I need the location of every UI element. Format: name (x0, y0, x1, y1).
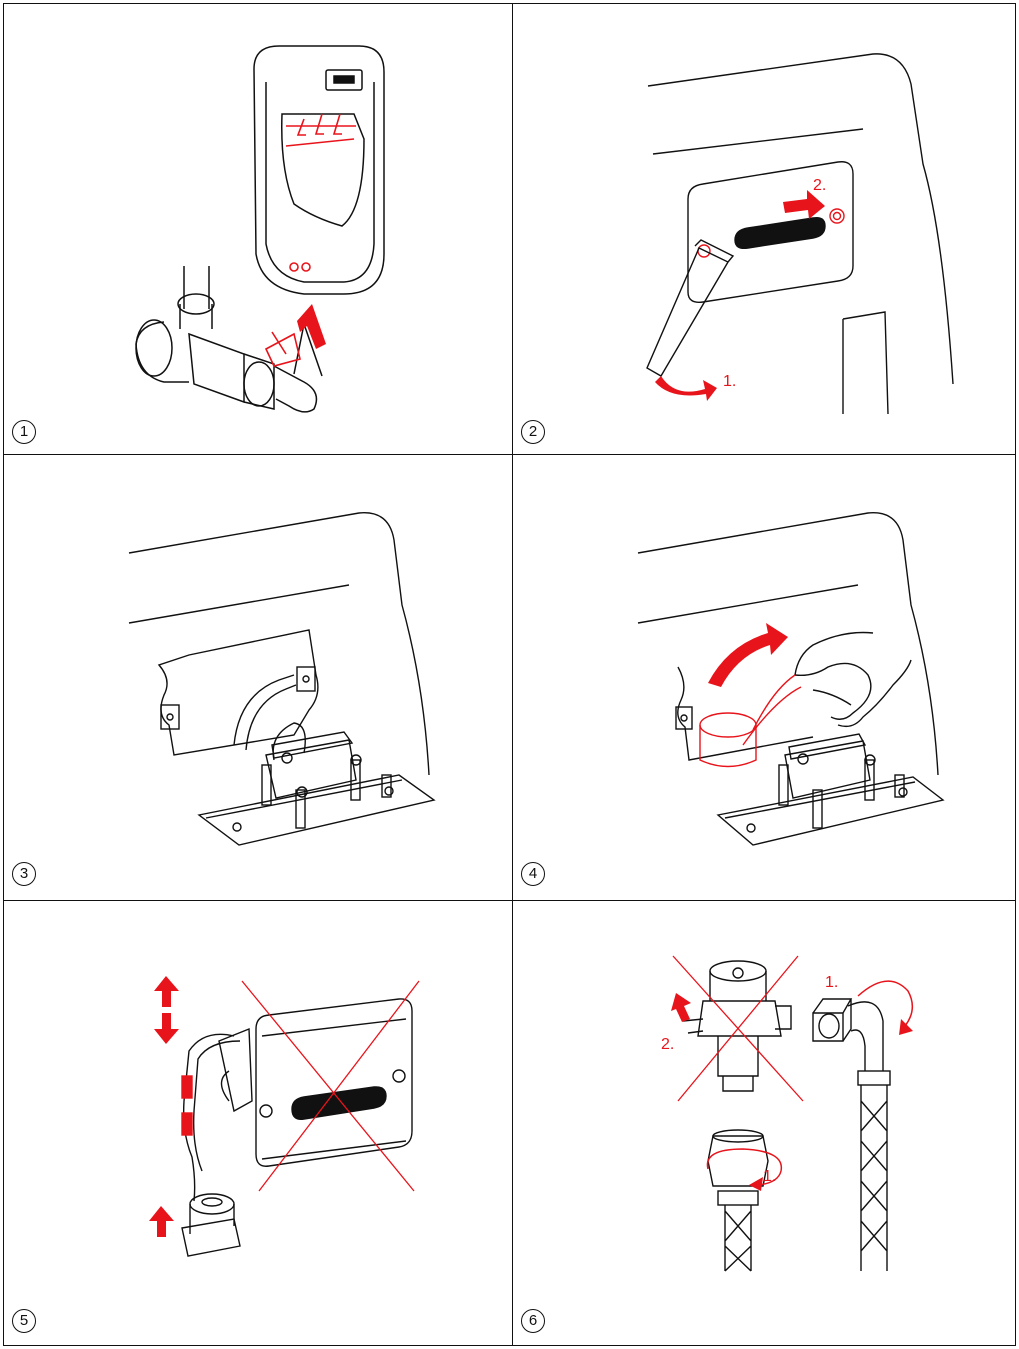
step-4-illustration (513, 455, 1018, 900)
step-number: 5 (12, 1309, 36, 1333)
step-number: 6 (521, 1309, 545, 1333)
step-4-panel: 4 (513, 455, 1018, 900)
step-label-1: 1. (763, 1168, 776, 1185)
step-5-illustration (4, 901, 509, 1346)
rotate-arrow-icon (858, 981, 912, 1026)
step-3-illustration (4, 455, 509, 900)
lift-arrow-icon (671, 993, 691, 1022)
step-number: 2 (521, 420, 545, 444)
down-arrow-icon (154, 1013, 179, 1044)
step-label-1: 1. (825, 974, 838, 991)
step-number: 1 (12, 420, 36, 444)
step-3-panel: 3 (4, 455, 509, 900)
step-1-illustration (4, 4, 509, 454)
turn-arrow-icon (297, 304, 326, 349)
step-2-illustration: 2. 1. (513, 4, 1018, 454)
rotate-arrow-icon (655, 376, 717, 401)
step-number: 4 (521, 862, 545, 886)
up-arrow-icon (149, 1206, 174, 1237)
step-label-2: 2. (661, 1036, 674, 1053)
slide-arrow-icon (783, 190, 825, 219)
step-6-illustration: 1. 2. 1. (513, 901, 1018, 1346)
step-5-panel: 5 (4, 901, 509, 1346)
do-not-cross-mark (242, 981, 419, 1191)
step-number: 3 (12, 862, 36, 886)
step-label-1: 1. (723, 373, 736, 390)
step-2-panel: 2. 1. 2 (513, 4, 1018, 454)
step-1-panel: 1 (4, 4, 509, 454)
up-arrow-icon (154, 976, 179, 1007)
lift-arrow-icon (708, 623, 788, 687)
step-6-panel: 1. 2. 1. 6 (513, 901, 1018, 1346)
step-label-2: 2. (813, 177, 826, 194)
